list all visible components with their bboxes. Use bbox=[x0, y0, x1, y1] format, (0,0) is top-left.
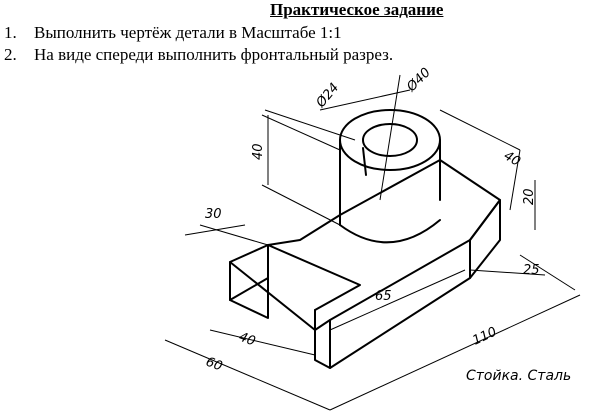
dim-width-40: 40 bbox=[237, 330, 258, 350]
task-item: 2. На виде спереди выполнить фронтальный … bbox=[4, 44, 393, 66]
dim-length-65: 65 bbox=[375, 289, 392, 304]
dim-length-110: 110 bbox=[470, 325, 499, 349]
dim-top-40: 40 bbox=[501, 148, 523, 169]
part-caption: Стойка. Сталь bbox=[466, 368, 572, 384]
task-text: Выполнить чертёж детали в Масштабе 1:1 bbox=[34, 23, 342, 42]
dim-height-40: 40 bbox=[251, 143, 266, 160]
task-item: 1. Выполнить чертёж детали в Масштабе 1:1 bbox=[4, 22, 393, 44]
task-list: 1. Выполнить чертёж детали в Масштабе 1:1… bbox=[4, 22, 393, 66]
dim-diameter-40: Ø40 bbox=[404, 65, 434, 95]
dim-width-60: 60 bbox=[204, 355, 225, 375]
task-number: 1. bbox=[4, 23, 17, 42]
task-number: 2. bbox=[4, 45, 17, 64]
dim-width-30: 30 bbox=[205, 207, 222, 222]
task-text: На виде спереди выполнить фронтальный ра… bbox=[34, 45, 394, 64]
page-title: Практическое задание bbox=[270, 0, 444, 19]
dim-height-20: 20 bbox=[522, 188, 537, 205]
dim-diameter-24: Ø24 bbox=[313, 80, 342, 111]
dim-width-25: 25 bbox=[523, 263, 540, 278]
